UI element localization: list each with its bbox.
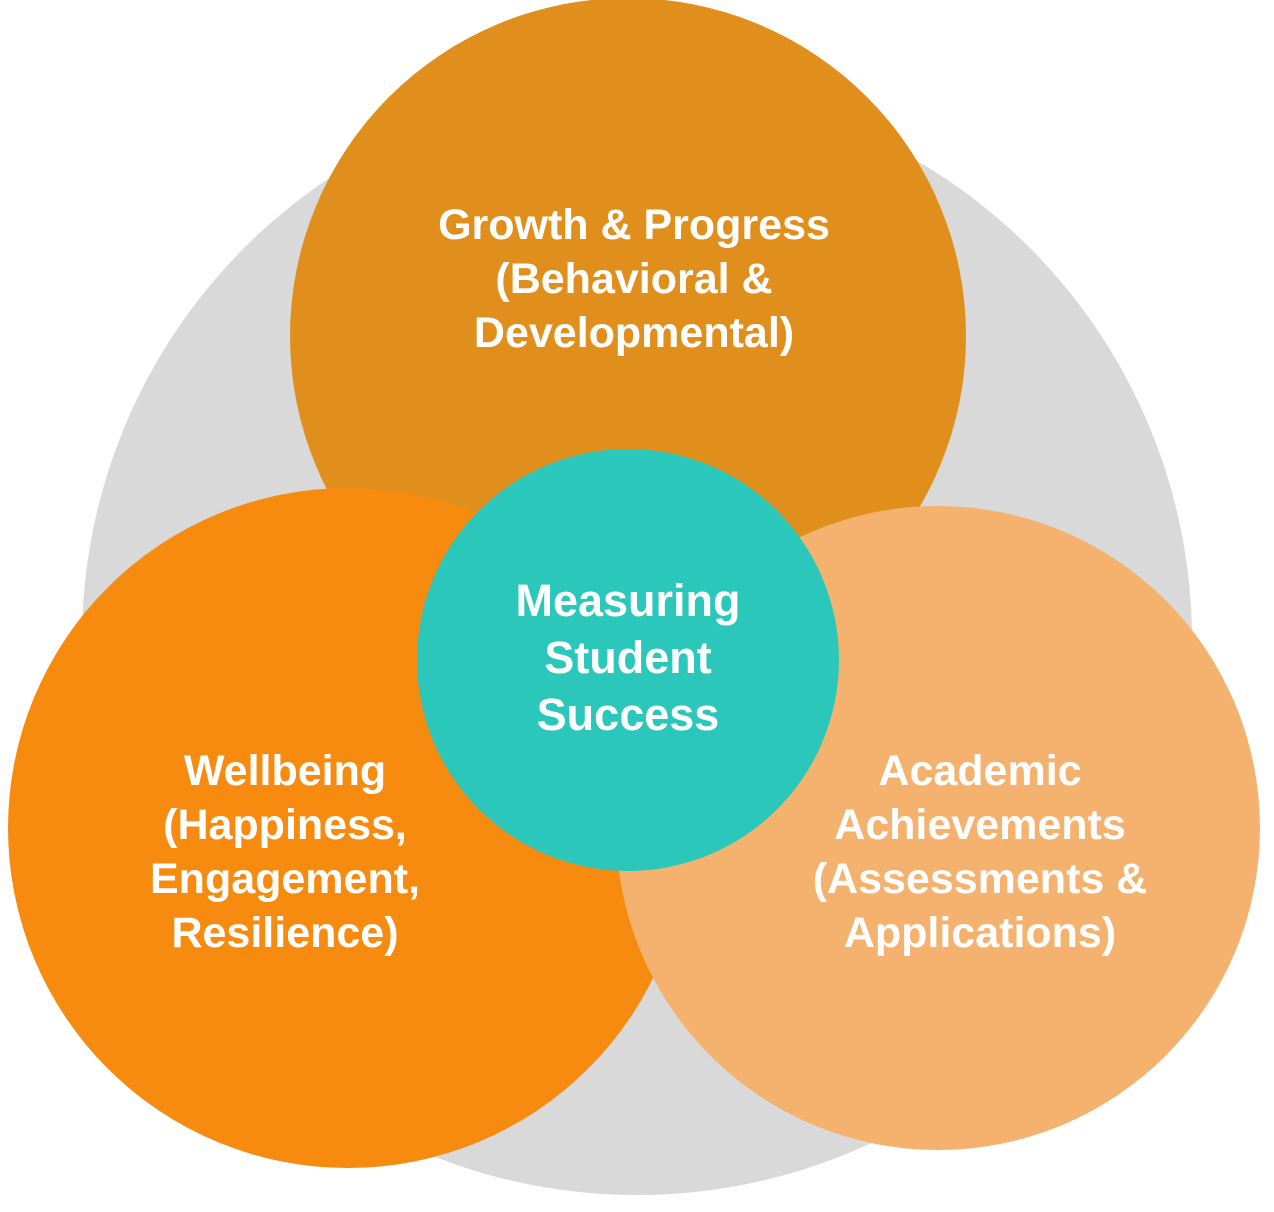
center-label: Measuring Student Success [428,572,828,742]
wellbeing-label-line: Resilience) [171,909,399,957]
wellbeing-label-line: (Happiness, [163,801,407,849]
growth-label: Growth & Progress (Behavioral & Developm… [384,196,884,361]
academic-label-line: (Assessments & [812,855,1148,903]
growth-label-line: (Behavioral & [495,254,773,303]
wellbeing-label-line: Engagement, [150,855,420,903]
academic-label-line: Academic [878,747,1082,795]
growth-label-line: Developmental) [473,308,795,357]
academic-label-line: Achievements [834,801,1126,849]
growth-label-line: Growth & Progress [438,200,830,249]
center-label-line: Success [536,688,720,740]
center-label-line: Measuring [515,574,741,626]
growth-circle [290,0,966,674]
center-circle [417,449,839,871]
academic-label: Academic Achievements (Assessments & App… [780,742,1180,962]
academic-label-line: Applications) [843,909,1117,957]
wellbeing-label: Wellbeing (Happiness, Engagement, Resili… [85,742,485,962]
center-label-line: Student [544,631,712,683]
wellbeing-label-line: Wellbeing [183,747,387,795]
